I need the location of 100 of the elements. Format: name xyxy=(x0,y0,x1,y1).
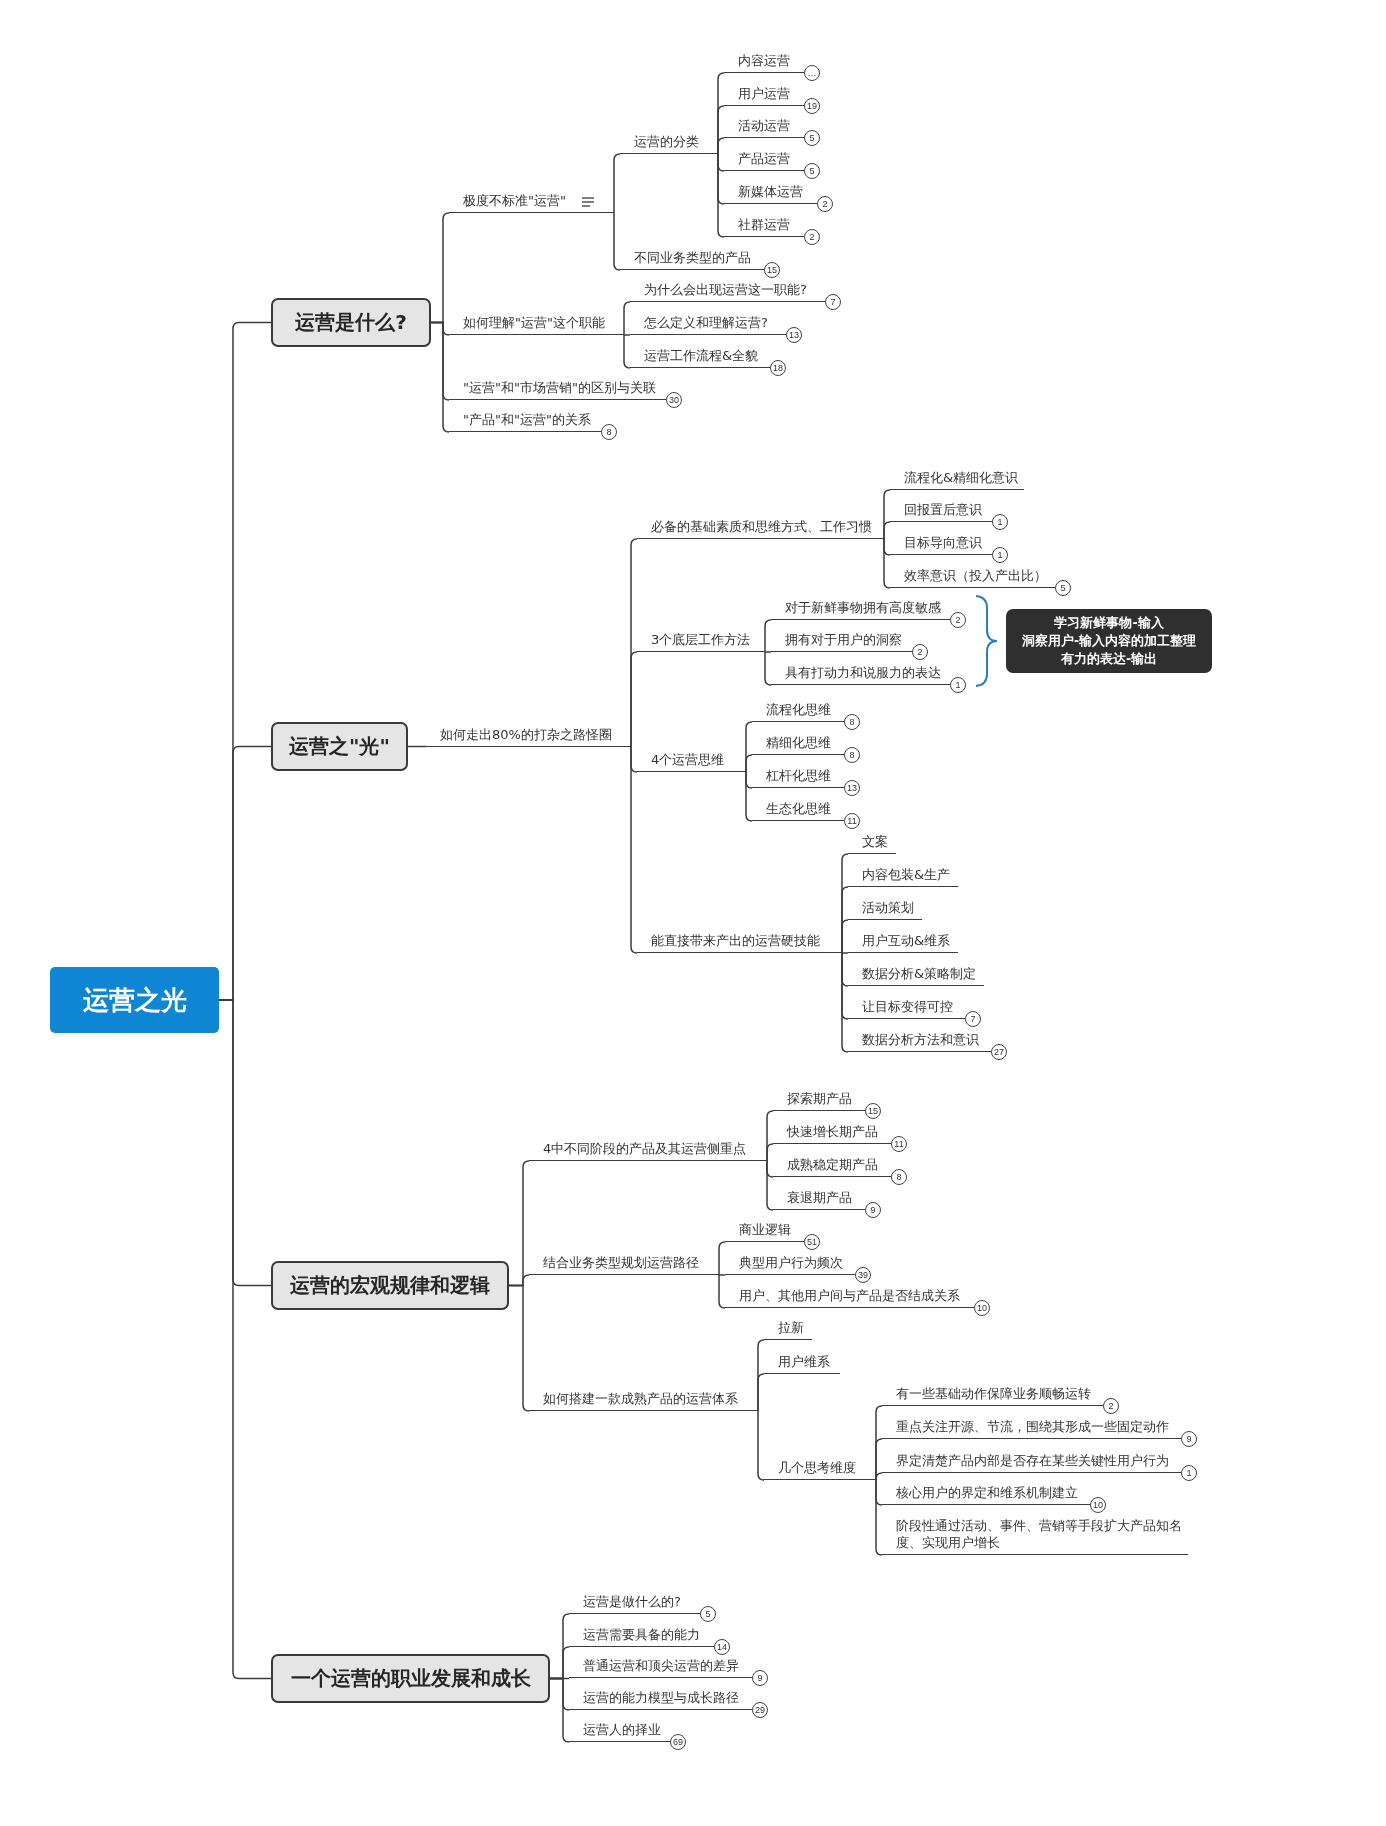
count-badge: 8 xyxy=(844,713,860,730)
count-badge: 30 xyxy=(666,391,682,408)
branch-line xyxy=(841,952,849,954)
topic-text: 如何走出80%的打杂之路怪圈 xyxy=(440,726,612,743)
summary-box xyxy=(1006,609,1212,673)
topic-branch xyxy=(724,85,804,106)
topic-text: 运营是做什么的? xyxy=(583,1593,681,1610)
central-topic-box xyxy=(50,967,219,1033)
topic-text: 阶段性通过活动、事件、营销等手段扩大产品知名度、实现用户增长 xyxy=(896,1517,1183,1551)
branch-line xyxy=(630,746,638,954)
topic-text: 数据分析方法和意识 xyxy=(862,1031,979,1048)
branch-line xyxy=(717,137,725,155)
topic-text: "产品"和"运营"的关系 xyxy=(463,411,591,428)
topic-branch xyxy=(752,734,844,755)
topic-branch xyxy=(771,664,950,685)
topic-text: 有一些基础动作保障业务顺畅运转 xyxy=(896,1385,1091,1402)
main-topic-text: 运营的宏观规律和逻辑 xyxy=(290,1272,490,1299)
topic-text: 4中不同阶段的产品及其运营侧重点 xyxy=(543,1140,747,1157)
topic-branch xyxy=(848,899,922,920)
topic-text: 具有打动力和说服力的表达 xyxy=(785,664,941,681)
count-badge: 15 xyxy=(764,261,780,278)
central-topic-text: 运营之光 xyxy=(82,983,187,1017)
count-badge: 2 xyxy=(1103,1397,1119,1414)
branch-line xyxy=(764,651,772,653)
branch-line xyxy=(718,1274,726,1276)
count-badge: 15 xyxy=(865,1102,881,1119)
topic-branch xyxy=(882,1517,1188,1555)
topic-text: 流程化思维 xyxy=(766,701,831,718)
branch-line xyxy=(718,1241,726,1276)
topic-branch xyxy=(724,216,804,237)
topic-branch xyxy=(637,518,884,539)
topic-text: 极度不标准"运营" xyxy=(463,192,566,209)
count-badge: 5 xyxy=(804,129,820,146)
branch-line xyxy=(745,771,753,822)
count-badge: 5 xyxy=(700,1605,716,1622)
topic-branch xyxy=(426,726,631,747)
count-badge: 8 xyxy=(891,1168,907,1185)
topic-text: 运营需要具备的能力 xyxy=(583,1626,700,1643)
count-badge: 19 xyxy=(804,97,820,114)
topic-text: 普通运营和顶尖运营的差异 xyxy=(583,1657,739,1674)
branch-line xyxy=(613,153,621,214)
summary-line: 洞察用户-输入内容的加工整理 xyxy=(1021,632,1197,650)
topic-text: 拉新 xyxy=(778,1319,804,1336)
branch-line xyxy=(766,1143,774,1162)
topic-text: 运营人的择业 xyxy=(583,1721,661,1738)
count-badge: 13 xyxy=(844,779,860,796)
topic-branch xyxy=(724,52,804,73)
topic-text: 用户运营 xyxy=(738,85,790,102)
topic-text: 怎么定义和理解运营? xyxy=(644,314,768,331)
topic-text: 内容包装&生产 xyxy=(862,866,951,883)
branch-line xyxy=(764,651,772,686)
topic-text: 流程化&精细化意识 xyxy=(904,469,1019,486)
topic-text: 社群运营 xyxy=(738,216,790,233)
topic-branch xyxy=(848,932,958,953)
topic-text: 用户互动&维系 xyxy=(862,932,951,949)
topic-branch xyxy=(529,1140,767,1161)
topic-text: 精细化思维 xyxy=(766,734,831,751)
topic-text: 商业逻辑 xyxy=(739,1221,791,1238)
topic-text: 为什么会出现运营这一职能? xyxy=(644,281,807,298)
count-badge: 11 xyxy=(891,1135,907,1152)
branch-line xyxy=(430,321,450,433)
topic-branch xyxy=(569,1593,700,1614)
topic-text: 成熟稳定期产品 xyxy=(787,1156,878,1173)
topic-branch xyxy=(848,998,965,1019)
topic-text: 如何搭建一款成熟产品的运营体系 xyxy=(543,1390,738,1407)
count-badge: 1 xyxy=(992,546,1008,563)
summary-line: 有力的表达-输出 xyxy=(1060,650,1158,668)
topic-text: 数据分析&策略制定 xyxy=(862,965,977,982)
topic-branch xyxy=(529,1390,758,1411)
branch-line xyxy=(766,1160,774,1211)
topic-branch xyxy=(771,599,950,620)
count-badge: 1 xyxy=(950,676,966,693)
count-badge: … xyxy=(804,64,820,81)
count-badge: 2 xyxy=(817,195,833,212)
topic-branch xyxy=(890,501,992,522)
topic-branch xyxy=(848,1031,991,1052)
count-badge: 11 xyxy=(844,812,860,829)
topic-text: 用户维系 xyxy=(778,1353,830,1370)
branch-line xyxy=(883,538,891,589)
topic-text: 能直接带来产出的运营硬技能 xyxy=(651,932,820,949)
topic-text: 不同业务类型的产品 xyxy=(634,249,751,266)
topic-text: 重点关注开源、节流，围绕其形成一些固定动作 xyxy=(896,1418,1169,1435)
topic-branch xyxy=(882,1418,1181,1439)
branch-line xyxy=(745,754,753,773)
topic-text: 文案 xyxy=(862,833,888,850)
branch-line xyxy=(623,334,631,369)
branch-line xyxy=(757,1373,765,1412)
main-topic-box xyxy=(271,298,431,347)
topic-branch xyxy=(771,631,912,652)
topic-branch xyxy=(764,1459,876,1480)
branch-line xyxy=(841,919,849,954)
count-badge: 2 xyxy=(912,643,928,660)
count-badge: 2 xyxy=(950,611,966,628)
topic-text: 必备的基础素质和思维方式、工作习惯 xyxy=(651,518,872,535)
topic-text: 结合业务类型规划运营路径 xyxy=(543,1254,699,1271)
topic-branch xyxy=(569,1721,670,1742)
topic-text: 3个底层工作方法 xyxy=(651,631,751,648)
topic-branch xyxy=(882,1452,1181,1473)
topic-text: 运营的分类 xyxy=(634,133,699,150)
topic-branch xyxy=(725,1287,974,1308)
